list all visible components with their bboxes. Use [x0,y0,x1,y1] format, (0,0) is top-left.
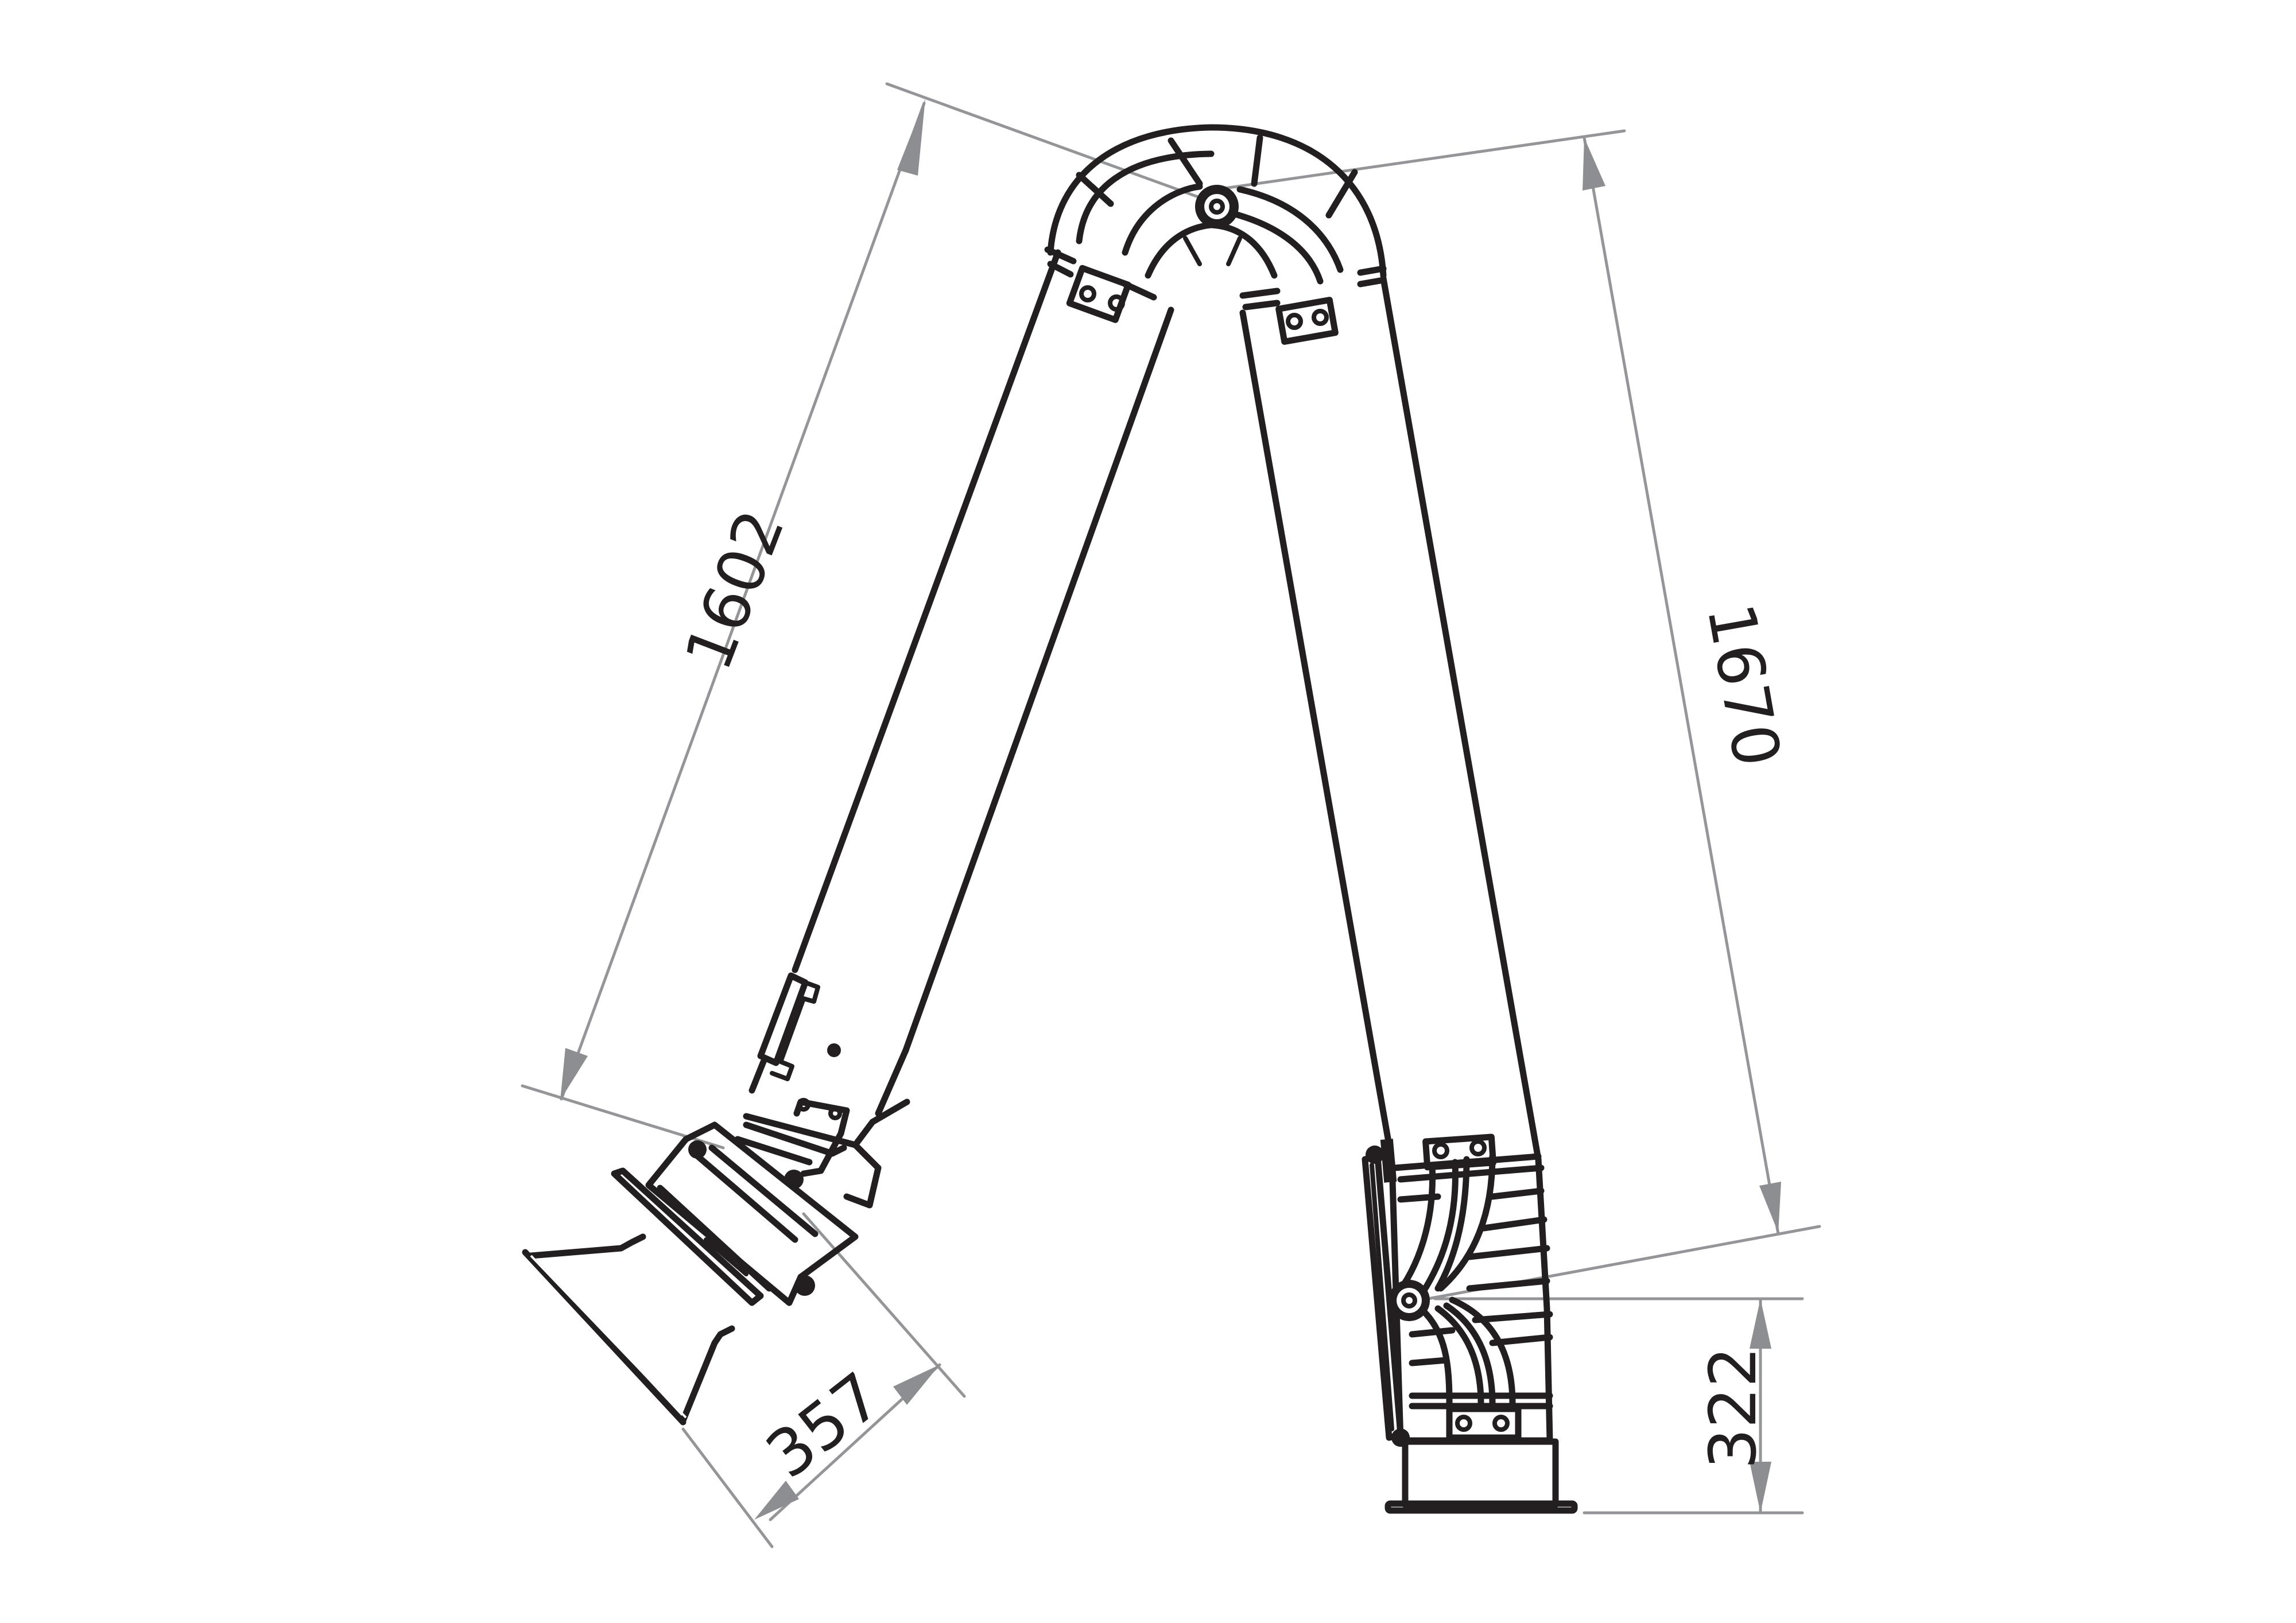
clamp-block-left [1066,265,1131,323]
arrow-up-icon [1583,138,1605,191]
arrow-down-icon [560,1048,588,1100]
right-arm-tube [1239,275,1542,1163]
dimension-label-1670: 1670 [1692,598,1794,772]
dimension-label-1602: 1602 [671,500,800,680]
arrow-up-icon [897,99,925,176]
indicator-dot [827,1043,841,1057]
dimension-1602: 1602 [521,82,1219,1150]
dimension-label-322: 322 [1696,1346,1771,1469]
left-arm-tube [748,249,1174,1117]
hood-swivel [734,1098,910,1209]
arrow-up-icon [1750,1299,1771,1349]
arrow-down-icon [1750,1462,1771,1513]
arrow-down-icon [1759,1182,1781,1233]
lower-joint [1389,1133,1553,1444]
clamp-block-right [1275,297,1339,345]
hood [522,1121,859,1426]
arrow-right-icon [893,1365,940,1405]
arrow-left-icon [754,1481,799,1520]
dimension-322: 322 [1433,1297,1804,1515]
wall-base [1384,1438,1578,1514]
clamp-block-top [1422,1133,1496,1171]
top-elbow-joint [1044,124,1387,345]
clamp-block-bottom [1446,1405,1522,1441]
gas-spring [1362,1139,1410,1447]
handle [757,972,841,1081]
